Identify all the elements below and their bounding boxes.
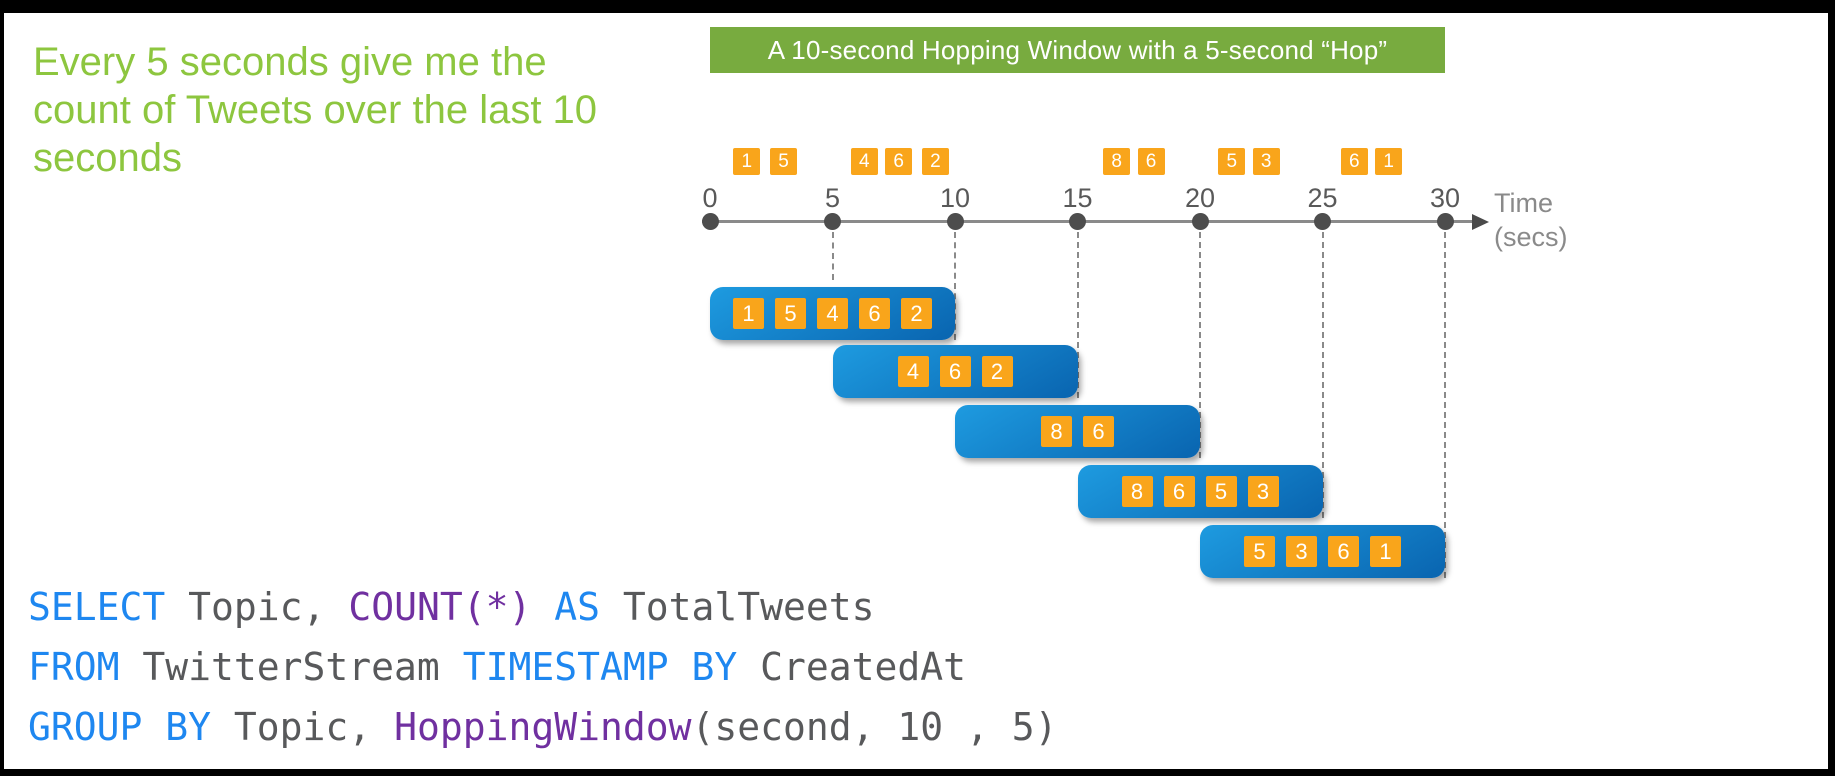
frame-border-bottom (0, 769, 1835, 776)
frame-border-left (0, 0, 4, 776)
tick-dashline (1321, 232, 1324, 518)
event-marker: 6 (1137, 148, 1165, 175)
time-axis-label: Time (secs) (1494, 186, 1568, 254)
sql-line: FROM TwitterStream TIMESTAMP BY CreatedA… (28, 637, 1058, 697)
tick-dot (1191, 213, 1209, 230)
event-marker: 3 (1252, 148, 1280, 175)
window-event: 2 (901, 298, 932, 329)
sql-token: COUNT(*) (348, 585, 532, 629)
tick-dot (1436, 213, 1454, 230)
tick-dot (824, 213, 841, 230)
event-marker: 1 (1375, 148, 1403, 175)
event-marker: 6 (885, 148, 913, 175)
tick-dashline (831, 232, 834, 280)
event-marker: 5 (770, 148, 797, 175)
event-marker: 6 (1340, 148, 1368, 175)
tick-dot (1069, 213, 1086, 230)
sql-token: Topic, (165, 585, 349, 629)
window-event: 1 (733, 298, 764, 329)
window-event: 5 (1244, 536, 1275, 567)
window-event: 8 (1041, 416, 1072, 447)
window-event: 8 (1121, 476, 1153, 507)
window-event: 6 (1083, 416, 1114, 447)
event-marker: 4 (850, 148, 878, 175)
window-event: 6 (1163, 476, 1195, 507)
event-marker: 2 (921, 148, 949, 175)
headline-text: Every 5 seconds give me the count of Twe… (33, 40, 598, 180)
tick-dot (1314, 213, 1331, 230)
tick-label: 5 (824, 183, 841, 213)
sql-token: FROM (28, 645, 120, 689)
timeline-arrowhead-icon (1472, 214, 1489, 230)
event-marker: 1 (733, 148, 761, 175)
sql-token: AS (554, 585, 600, 629)
sql-line: GROUP BY Topic, HoppingWindow(second, 10… (28, 697, 1058, 757)
sql-token: CreatedAt (737, 645, 967, 689)
window-event: 6 (939, 356, 971, 387)
frame-border-right (1828, 0, 1835, 776)
tick-label: 25 (1307, 183, 1338, 213)
tick-label: 20 (1184, 183, 1216, 213)
sql-token: SELECT (28, 585, 166, 629)
sql-token (531, 585, 554, 629)
sql-token: TIMESTAMP BY (462, 645, 738, 689)
tick-label: 0 (702, 183, 718, 213)
sql-token: TotalTweets (600, 585, 875, 629)
frame-border-top (0, 0, 1835, 13)
banner-title: A 10-second Hopping Window with a 5-seco… (767, 34, 1388, 65)
banner: A 10-second Hopping Window with a 5-seco… (710, 27, 1445, 73)
tick-label: 10 (939, 183, 971, 213)
sql-token: GROUP BY (28, 705, 212, 749)
sql-token: HoppingWindow (394, 705, 692, 749)
tick-dashline (954, 232, 956, 340)
window-event: 1 (1370, 536, 1401, 567)
sql-line: SELECT Topic, COUNT(*) AS TotalTweets (28, 577, 1058, 637)
event-marker: 5 (1218, 148, 1246, 175)
time-axis-label-line2: (secs) (1494, 222, 1568, 252)
window-event: 2 (981, 356, 1013, 387)
window-event: 4 (817, 298, 848, 329)
window-event: 4 (897, 356, 929, 387)
window-event: 6 (1328, 536, 1359, 567)
window-event: 6 (859, 298, 890, 329)
tick-label: 15 (1062, 183, 1093, 213)
sql-token: Topic, (211, 705, 395, 749)
sql-token: (second, 10 , 5) (691, 705, 1058, 749)
window-event: 3 (1286, 536, 1317, 567)
window-event: 3 (1247, 476, 1279, 507)
event-marker: 8 (1103, 148, 1131, 175)
sql-token: TwitterStream (119, 645, 463, 689)
timeline-axis (702, 220, 1474, 223)
tick-label: 30 (1429, 183, 1461, 213)
tick-dashline (1444, 232, 1446, 578)
time-axis-label-line1: Time (1494, 188, 1553, 218)
tick-dashline (1199, 232, 1201, 458)
tick-dashline (1076, 232, 1079, 398)
window-event: 5 (775, 298, 806, 329)
window-event: 5 (1205, 476, 1237, 507)
tick-dot (701, 213, 719, 230)
tick-dot (946, 213, 964, 230)
